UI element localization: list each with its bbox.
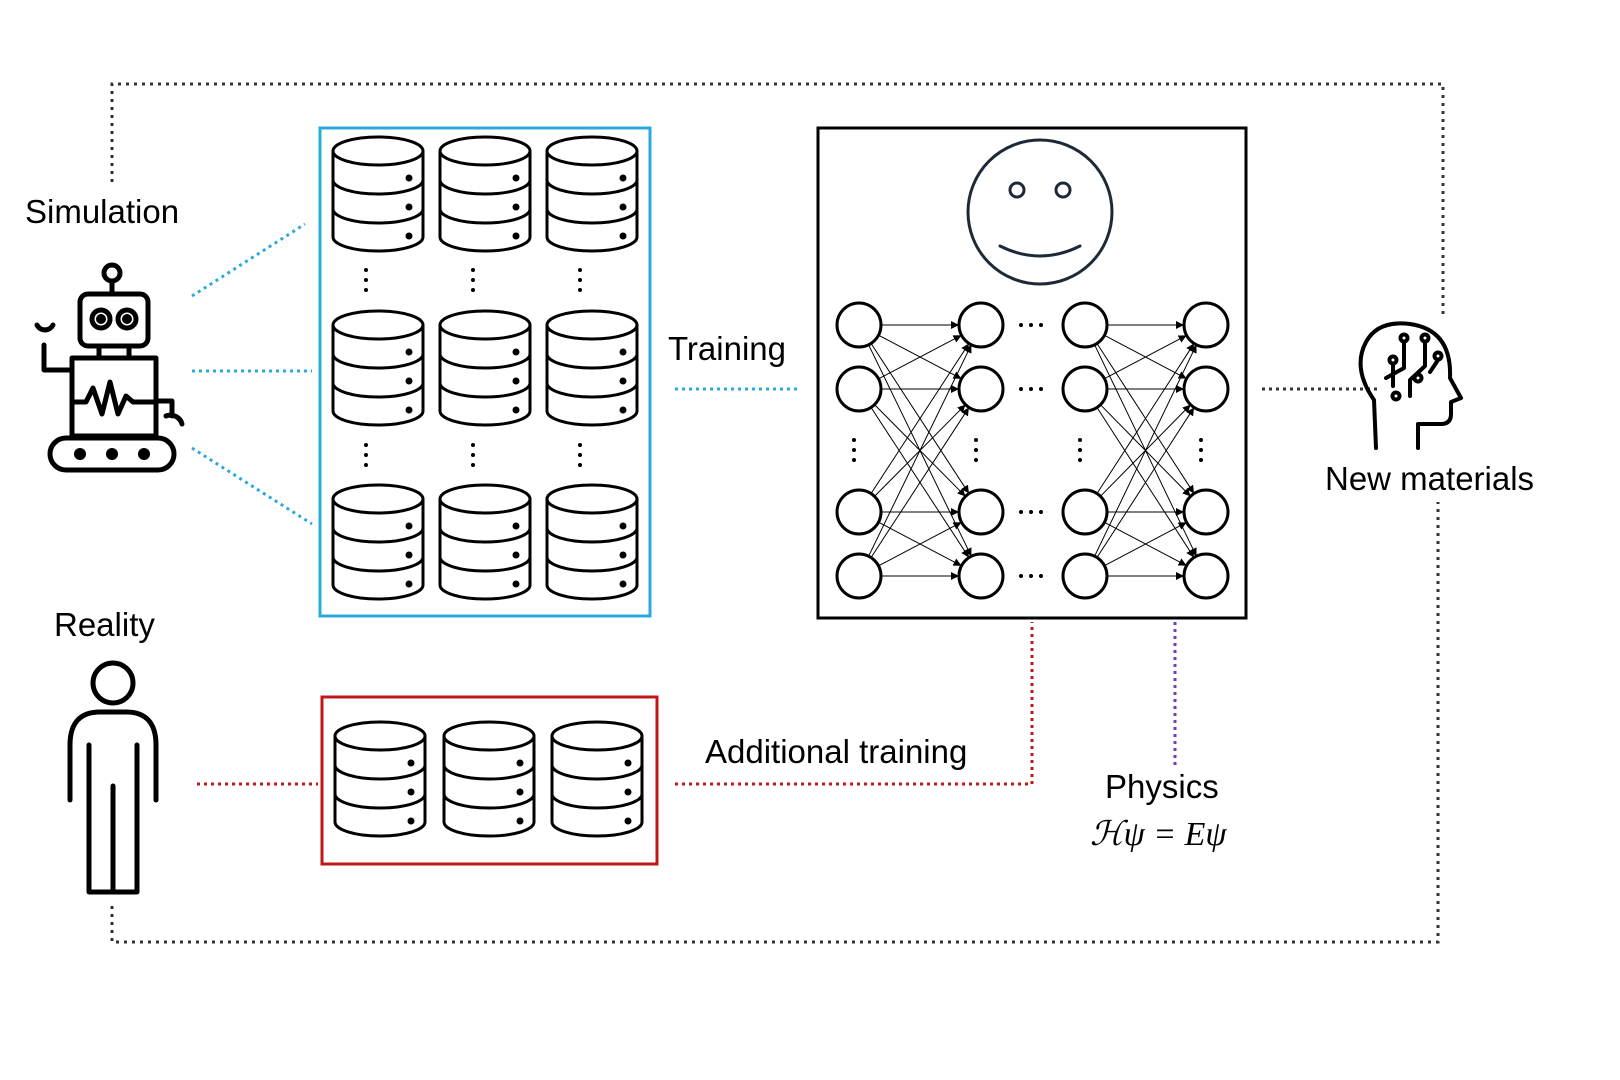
simulation-database-box <box>318 126 652 618</box>
database-icon <box>331 309 425 427</box>
ellipsis <box>364 268 368 292</box>
output-node <box>1182 552 1230 600</box>
database-icon <box>331 135 425 253</box>
network-edge <box>878 335 962 380</box>
hidden-node <box>1061 301 1109 349</box>
network-edge <box>1104 335 1187 380</box>
output-node <box>1182 488 1230 536</box>
network-edge <box>1096 343 1195 494</box>
input-node <box>835 365 883 413</box>
reality-databases <box>333 720 644 838</box>
hidden-node <box>1061 488 1109 536</box>
physics-label: Physics <box>1105 768 1219 805</box>
robot-icon <box>34 262 185 473</box>
database-icon <box>333 720 427 838</box>
network-edge <box>1104 522 1187 567</box>
input-node <box>835 488 883 536</box>
simulation-connectors <box>191 222 800 526</box>
network-edge <box>870 407 969 558</box>
database-icon <box>438 135 532 253</box>
database-icon <box>545 483 639 601</box>
network-edge <box>878 522 962 567</box>
hidden-node <box>1061 365 1109 413</box>
hidden-node <box>957 488 1005 536</box>
ellipsis <box>578 268 582 292</box>
database-icon <box>442 720 536 838</box>
output-node <box>1182 365 1230 413</box>
additional-training-connector <box>675 622 1034 786</box>
ellipsis <box>471 268 475 292</box>
hidden-node <box>1061 552 1109 600</box>
ellipsis <box>364 443 368 467</box>
neural-network-box <box>816 126 1248 620</box>
person-icon <box>67 660 159 895</box>
simulation-databases <box>331 135 639 601</box>
network-connections <box>868 321 1197 580</box>
database-icon <box>545 309 639 427</box>
feedback-loop <box>110 82 1445 944</box>
additional-training-label: Additional training <box>705 733 968 770</box>
output-node <box>1182 301 1230 349</box>
ellipsis <box>578 443 582 467</box>
network-nodes <box>835 301 1230 600</box>
reality-label: Reality <box>54 606 155 643</box>
smiley-face-icon <box>966 138 1114 286</box>
training-label: Training <box>668 330 786 367</box>
ai-head-icon <box>1358 321 1463 450</box>
database-icon <box>545 135 639 253</box>
input-node <box>835 301 883 349</box>
network-ellipses <box>852 323 1203 578</box>
database-icon <box>550 720 644 838</box>
physics-equation: ℋψ = Eψ <box>1090 816 1227 853</box>
database-icon <box>331 483 425 601</box>
ellipsis <box>471 443 475 467</box>
network-edge <box>868 344 972 557</box>
input-node <box>835 552 883 600</box>
network-edge <box>1094 344 1197 557</box>
network-edge <box>870 343 969 494</box>
hidden-node <box>957 301 1005 349</box>
new-materials-label: New materials <box>1325 460 1535 497</box>
network-edge <box>1096 407 1195 558</box>
hidden-node <box>957 365 1005 413</box>
reality-connectors <box>197 622 1034 786</box>
reality-database-box <box>320 695 659 866</box>
database-icon <box>438 483 532 601</box>
database-icon <box>438 309 532 427</box>
hidden-node <box>957 552 1005 600</box>
simulation-label: Simulation <box>25 193 180 230</box>
